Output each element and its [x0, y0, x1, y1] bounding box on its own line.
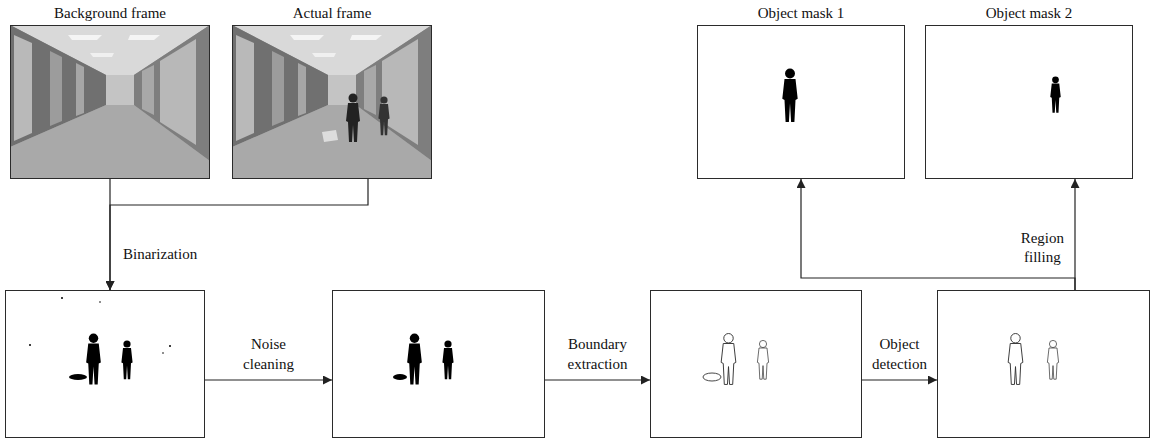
flow-arrow [545, 379, 650, 380]
video-frame: Background frame [10, 25, 210, 179]
step-label: Object detection [871, 335, 928, 374]
chair-shape [322, 130, 338, 142]
step-label: Boundary extraction [567, 335, 629, 374]
person-mask [1050, 76, 1061, 112]
step-label: Region filling [1020, 229, 1065, 268]
boundary-image [703, 334, 769, 385]
video-frame: Actual frame [232, 25, 432, 179]
stage-image-box [332, 290, 545, 438]
walking-person [378, 96, 389, 135]
mask-frame: Object mask 2 [925, 25, 1133, 179]
detected-image [1008, 334, 1058, 385]
stage-image-box [650, 290, 862, 438]
stage-image-box [5, 290, 205, 438]
flow-arrow [801, 179, 1075, 290]
flow-arrow [1074, 179, 1075, 290]
mask-frame: Object mask 1 [697, 25, 905, 179]
frame-heading: Object mask 2 [986, 4, 1073, 22]
step-label: Binarization [122, 245, 198, 265]
walking-person [346, 94, 360, 143]
step-label: Noise cleaning [242, 335, 295, 374]
actual-photo [232, 25, 432, 179]
frame-heading: Actual frame [293, 4, 372, 22]
frame-heading: Object mask 1 [758, 4, 845, 22]
flow-arrow [862, 379, 937, 380]
binary-image [29, 297, 171, 384]
flow-arrow [205, 379, 332, 380]
frame-heading: Background frame [54, 4, 166, 22]
background-photo [10, 25, 210, 179]
person-mask [782, 69, 797, 122]
stage-image-box [937, 290, 1150, 438]
cleaned-image [393, 334, 454, 385]
flow-arrow [110, 179, 368, 290]
